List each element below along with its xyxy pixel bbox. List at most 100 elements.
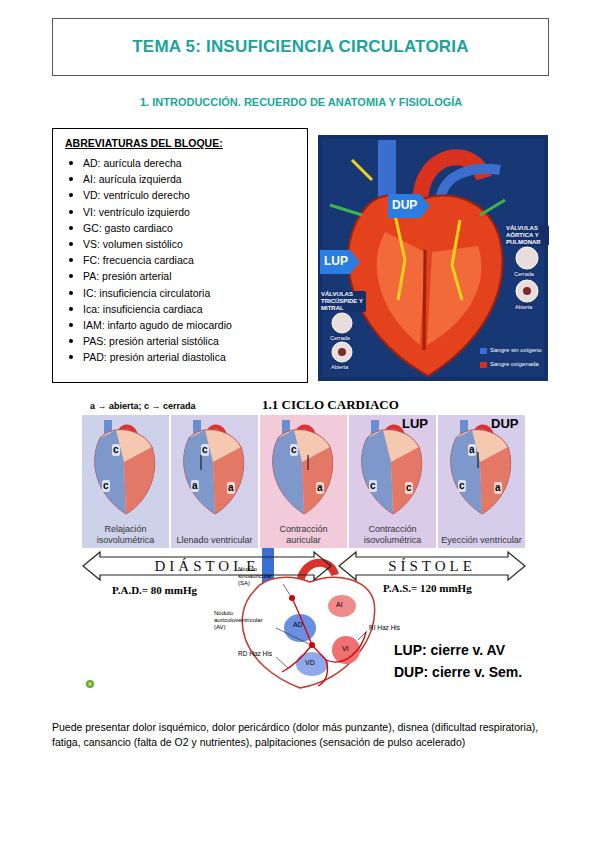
cardiac-cycle-panels bbox=[438, 415, 525, 548]
valve-label: VÁLVULAS TRICÚSPIDE Y MITRAL bbox=[320, 291, 366, 312]
conduction-heart bbox=[309, 642, 315, 648]
cycle-heart bbox=[451, 430, 482, 514]
cycle-heart bbox=[200, 455, 201, 470]
cardiac-cycle-panels bbox=[260, 415, 347, 548]
key-note: a → abierta; c → cerrada bbox=[90, 401, 196, 411]
valve-state: Cerrada bbox=[513, 271, 535, 277]
list-item: PAS: presión arterial sistólica bbox=[83, 333, 299, 349]
phase-arrow: SÍSTOLE bbox=[338, 551, 526, 581]
list-item: AI: aurícula izquierda bbox=[83, 171, 299, 187]
valve-letter: a bbox=[316, 482, 324, 494]
figure-heading: 1.1 CICLO CARDIACO bbox=[262, 398, 399, 413]
phase-caption: Relajación isovolumétrica bbox=[84, 524, 167, 545]
chamber-label: AD bbox=[293, 621, 303, 629]
valve-letter: a bbox=[227, 482, 235, 494]
conduction-heart bbox=[282, 645, 312, 672]
cycle-heart bbox=[273, 420, 333, 514]
heart-anatomy-picture bbox=[318, 135, 548, 381]
phase-panel: Relajación isovolumétrica bbox=[82, 415, 169, 548]
list-item: Ica: insuficiencia cardiaca bbox=[83, 301, 299, 317]
valve-state: Abierta bbox=[514, 304, 533, 310]
pressure-value: P.A.S.= 120 mmHg bbox=[383, 582, 472, 595]
list-heading: ABREVIATURAS DEL BLOQUE: bbox=[65, 137, 299, 149]
valve-letter: c bbox=[201, 444, 209, 456]
logo-dot bbox=[88, 682, 92, 686]
list-item: PA: presión arterial bbox=[83, 268, 299, 284]
page-title: TEMA 5: INSUFICIENCIA CIRCULATORIA bbox=[132, 37, 468, 57]
logo-dot bbox=[86, 680, 94, 688]
sound-note: DUP: cierre v. Sem. bbox=[394, 664, 522, 680]
part-label: RI Haz His bbox=[369, 624, 400, 631]
title-box: TEMA 5: INSUFICIENCIA CIRCULATORIA bbox=[52, 18, 549, 76]
conduction-heart bbox=[276, 657, 288, 668]
chamber-label: VI bbox=[342, 645, 349, 653]
cycle-heart bbox=[184, 420, 244, 514]
heart-anatomy-picture bbox=[330, 205, 362, 215]
part-label: RD Haz His bbox=[238, 650, 272, 657]
valve-letter: c bbox=[369, 480, 377, 492]
sound-label: LUP bbox=[402, 417, 428, 432]
heart-anatomy-picture bbox=[516, 280, 538, 302]
heart-anatomy-picture bbox=[332, 313, 352, 333]
valve-letter: a bbox=[191, 480, 199, 492]
phase-arrow: DIÁSTOLE bbox=[82, 551, 332, 581]
phase-panel: Llenado ventricular bbox=[171, 415, 258, 548]
cycle-heart bbox=[273, 430, 333, 514]
conduction-heart bbox=[326, 632, 366, 662]
heart-anatomy-picture bbox=[480, 348, 487, 354]
list-item: VD: ventrículo derecho bbox=[83, 187, 299, 203]
cycle-heart bbox=[451, 430, 511, 514]
valve-letter: c bbox=[405, 482, 413, 494]
cycle-heart bbox=[124, 447, 155, 514]
cycle-heart bbox=[95, 430, 155, 514]
heart-anatomy-picture bbox=[523, 287, 531, 295]
double-arrow-outline bbox=[83, 552, 331, 580]
valve-state: Abierta bbox=[330, 364, 349, 370]
list-item: GC: gasto cardiaco bbox=[83, 220, 299, 236]
valve-letter: c bbox=[112, 444, 120, 456]
cycle-heart bbox=[362, 430, 393, 514]
heart-anatomy-picture bbox=[318, 135, 548, 381]
pressure-value: P.A.D.= 80 mmHg bbox=[112, 584, 197, 597]
list-item: IAM: infarto agudo de miocardio bbox=[83, 317, 299, 333]
heart-anatomy-picture bbox=[388, 194, 430, 218]
phase-caption: Eyección ventricular bbox=[441, 535, 522, 546]
phase-panel: Contracción auricular bbox=[260, 415, 347, 548]
legend-note: Sangre oxigenada bbox=[490, 361, 539, 368]
phase-caption: Contracción isovolumétrica bbox=[351, 524, 434, 545]
valve-label: VÁLVULAS AÓRTICA Y PULMONAR bbox=[505, 225, 549, 246]
cardiac-cycle-panels bbox=[349, 415, 436, 548]
sound-note: LUP: cierre v. AV bbox=[394, 642, 505, 658]
cycle-heart bbox=[95, 430, 126, 514]
heart-anatomy-picture bbox=[480, 362, 487, 368]
sound-label: DUP bbox=[491, 417, 518, 432]
cycle-heart bbox=[362, 420, 422, 514]
cycle-heart bbox=[307, 455, 308, 470]
heart-anatomy-picture bbox=[516, 247, 538, 269]
cycle-heart bbox=[391, 447, 422, 514]
phase-panel: Eyección ventricular bbox=[438, 415, 525, 548]
cycle-heart bbox=[184, 430, 215, 514]
cycle-heart bbox=[302, 447, 333, 514]
cycle-heart bbox=[477, 452, 478, 468]
phase-panel: Contracción isovolumétrica bbox=[349, 415, 436, 548]
valve-state: Cerrada bbox=[329, 335, 351, 341]
phase-caption: Llenado ventricular bbox=[176, 535, 252, 546]
cycle-heart bbox=[451, 420, 511, 514]
valve-letter: a bbox=[494, 482, 502, 494]
conduction-heart bbox=[242, 577, 374, 688]
conduction-heart bbox=[289, 595, 295, 601]
conduction-heart bbox=[296, 652, 328, 676]
cycle-heart bbox=[184, 430, 244, 514]
heart-anatomy-picture bbox=[480, 200, 505, 215]
logo-dot bbox=[86, 680, 94, 688]
list-item: IC: insuficiencia circulatoria bbox=[83, 285, 299, 301]
heart-anatomy-picture bbox=[352, 160, 372, 180]
sound-label: DUP bbox=[392, 199, 417, 213]
cycle-heart bbox=[213, 447, 244, 514]
list-item: VI: ventrículo izquierdo bbox=[83, 204, 299, 220]
list-item: AD: aurícula derecha bbox=[83, 155, 299, 171]
heart-anatomy-picture bbox=[395, 215, 405, 300]
